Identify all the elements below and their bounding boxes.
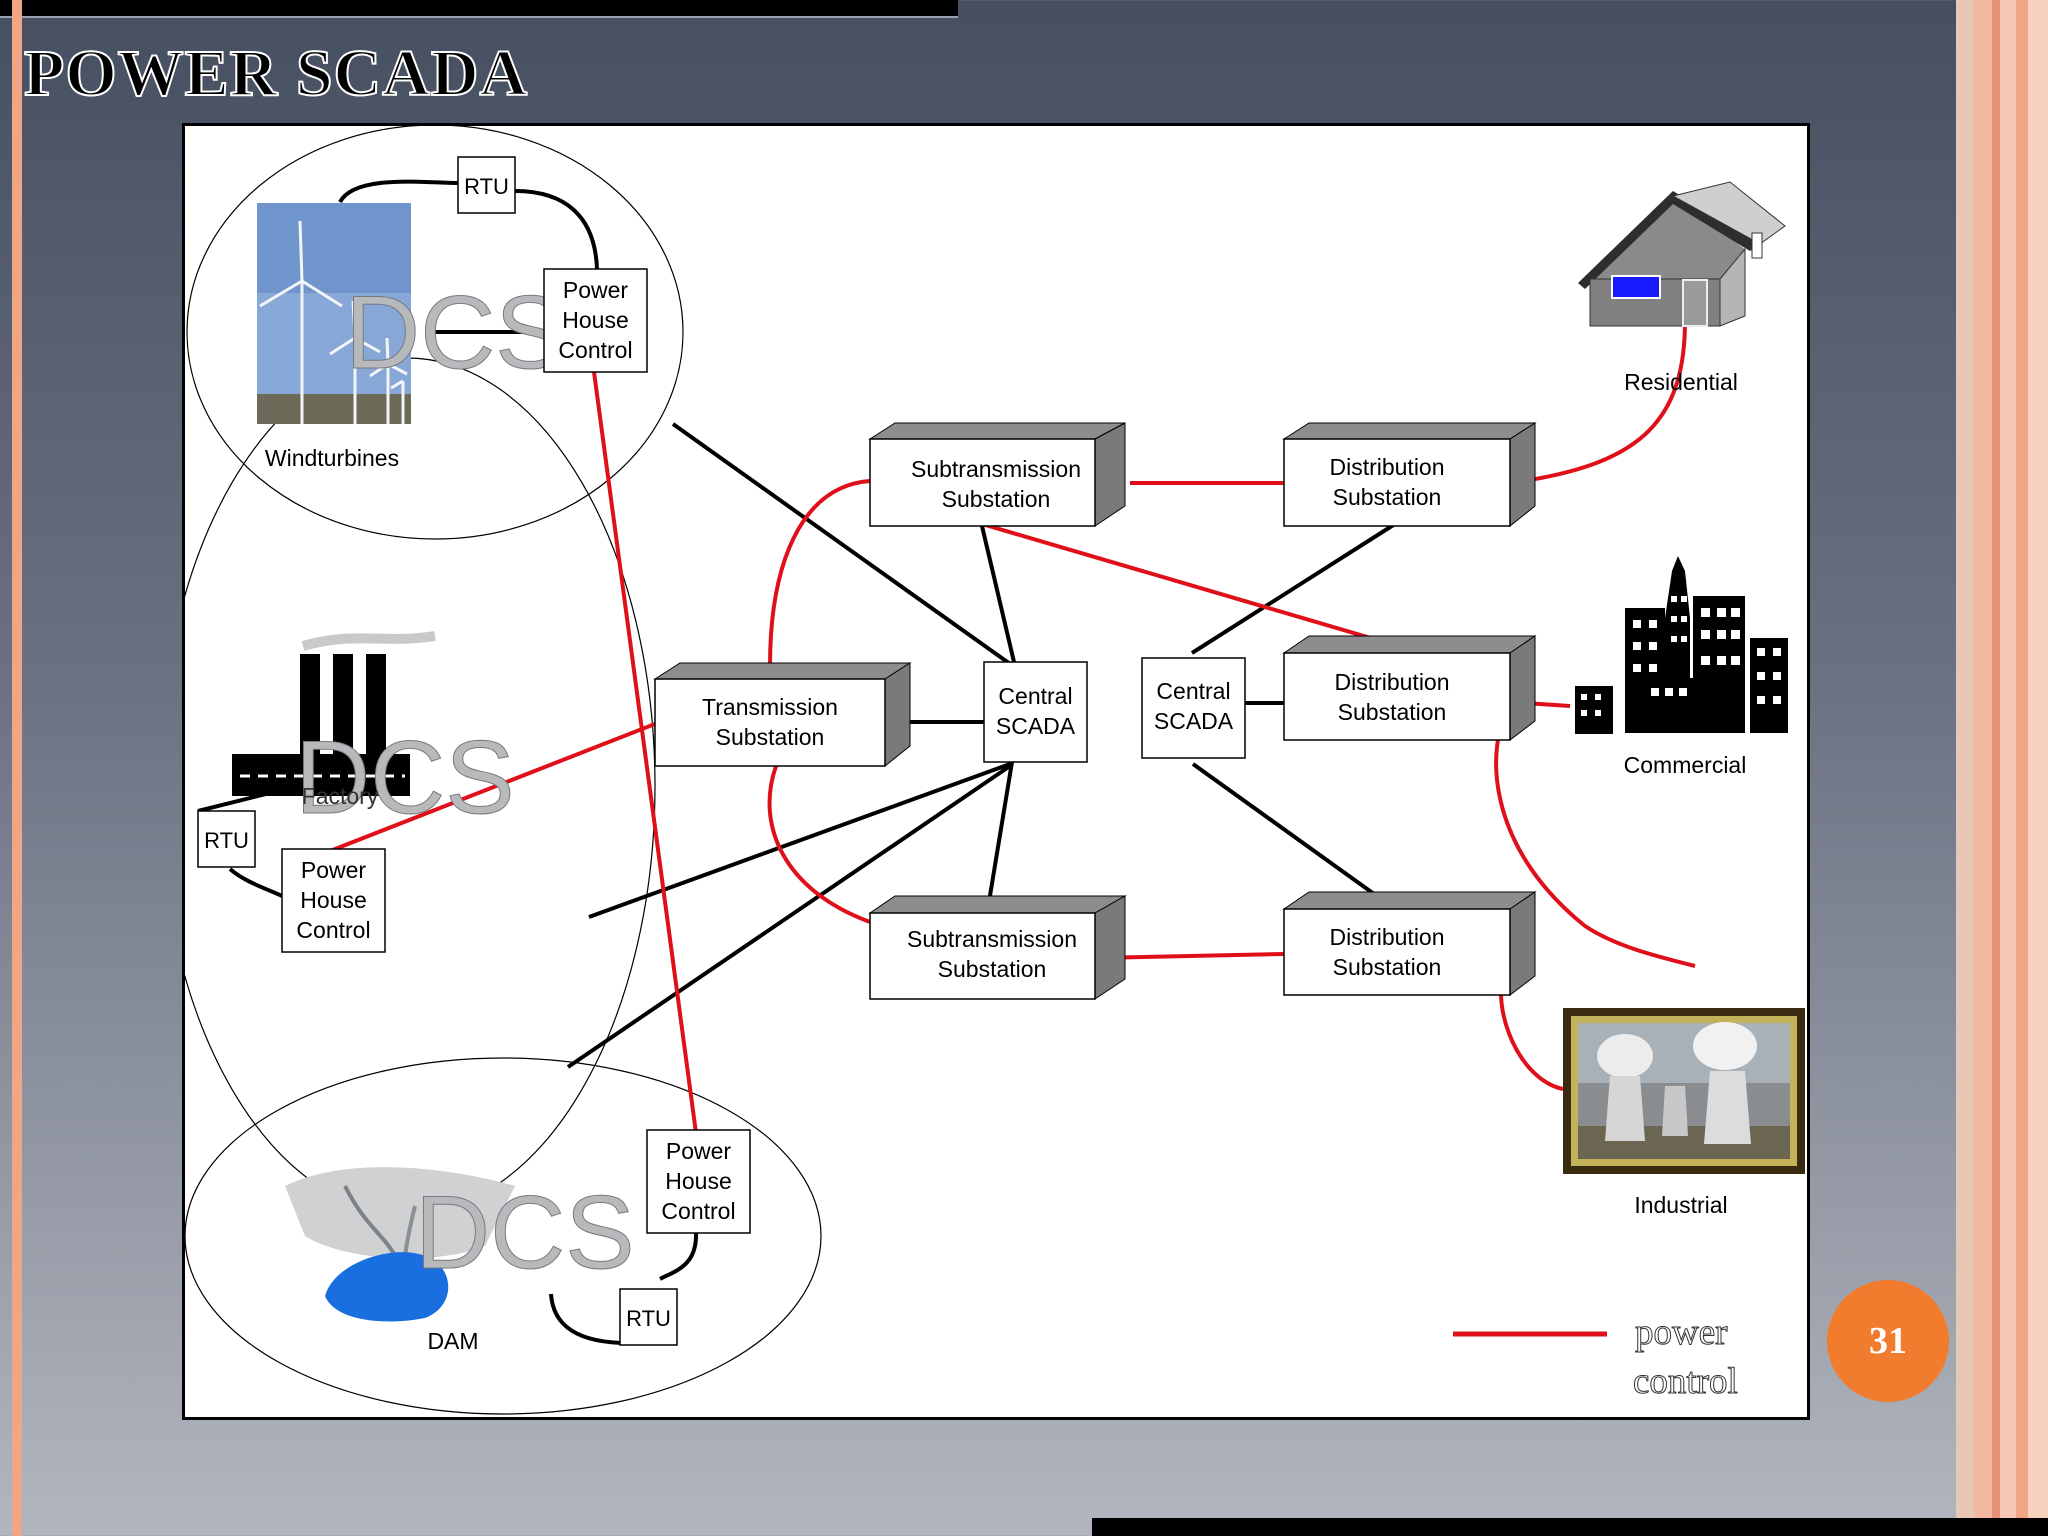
factory-label: Factory [302, 783, 379, 809]
bottom-decor-bar [1092, 1518, 2048, 1536]
dam-label: DAM [427, 1328, 478, 1354]
rtu-label: RTU [464, 174, 509, 199]
distribution-substation-top: Distribution Substation [1282, 422, 1537, 528]
central-scada-right: Central SCADA [1141, 657, 1246, 759]
top-decor-bar [0, 0, 958, 18]
substation-line1: Transmission [702, 694, 838, 720]
rtu-wind: RTU [457, 156, 516, 214]
factory-image [232, 631, 436, 796]
right-decor-stripes [1956, 0, 2048, 1536]
industrial-plant-image [1563, 1008, 1805, 1174]
industrial-label: Industrial [1634, 1192, 1727, 1218]
central-scada-line2: SCADA [1154, 708, 1234, 734]
substation-line2: Substation [1333, 954, 1442, 980]
slide-title: POWER SCADA [23, 36, 529, 111]
substation-line1: Distribution [1329, 454, 1444, 480]
dcs-watermark-wind: DCS [345, 275, 565, 391]
phc-line2: House [665, 1168, 731, 1194]
distribution-substation-middle: Distribution Substation [1282, 635, 1537, 742]
left-decor-stripe [12, 0, 22, 1536]
control-links [197, 179, 1397, 1346]
rtu-factory: RTU [197, 810, 256, 868]
transmission-substation: Transmission Substation [653, 662, 912, 768]
substation-line1: Distribution [1329, 924, 1444, 950]
rtu-dam: RTU [619, 1288, 678, 1346]
dcs-watermark-dam: DCS [415, 1175, 635, 1291]
dam-image [285, 1167, 515, 1322]
phc-line3: Control [296, 917, 370, 943]
substation-line1: Subtransmission [911, 456, 1081, 482]
substation-line2: Substation [1333, 484, 1442, 510]
substation-line1: Subtransmission [907, 926, 1077, 952]
central-scada-line2: SCADA [996, 713, 1076, 739]
legend-control-label: control [1633, 1361, 1738, 1402]
subtransmission-substation-bottom: Subtransmission Substation [868, 895, 1127, 1000]
windturbines-label: Windturbines [265, 445, 399, 471]
dam-dcs-zone [185, 1057, 822, 1415]
phc-line3: Control [558, 337, 632, 363]
phc-line1: Power [563, 277, 629, 303]
distribution-substation-bottom: Distribution Substation [1282, 891, 1537, 997]
power-house-control-dam: Power House Control [646, 1129, 751, 1234]
rtu-label: RTU [204, 828, 249, 853]
substation-line2: Substation [938, 956, 1047, 982]
diagram-panel: DCS DCS DCS RTU RTU RTU Power House Cont… [182, 123, 1810, 1420]
commercial-skyline-icon [1575, 556, 1788, 734]
phc-line1: Power [666, 1138, 732, 1164]
residential-label: Residential [1624, 369, 1738, 395]
substation-line2: Substation [1338, 699, 1447, 725]
power-house-control-wind: Power House Control [543, 268, 648, 373]
phc-line2: House [300, 887, 366, 913]
substation-line1: Distribution [1334, 669, 1449, 695]
windturbines-image [257, 203, 411, 424]
power-house-control-factory: Power House Control [281, 848, 386, 953]
commercial-label: Commercial [1624, 752, 1747, 778]
legend: power control [1453, 1312, 1738, 1403]
dcs-watermark-factory: DCS [295, 720, 515, 836]
wind-dcs-zone [186, 126, 684, 540]
substation-line2: Substation [716, 724, 825, 750]
central-scada-left: Central SCADA [983, 661, 1088, 763]
phc-line2: House [562, 307, 628, 333]
residential-house-icon [1578, 181, 1786, 327]
rtu-label: RTU [626, 1306, 671, 1331]
legend-power-label: power [1635, 1312, 1727, 1353]
substation-line2: Substation [942, 486, 1051, 512]
phc-line1: Power [301, 857, 367, 883]
subtransmission-substation-top: Subtransmission Substation [868, 422, 1126, 527]
central-scada-line1: Central [998, 683, 1072, 709]
page-number-badge: 31 [1827, 1280, 1949, 1402]
phc-line3: Control [661, 1198, 735, 1224]
central-scada-line1: Central [1156, 678, 1230, 704]
